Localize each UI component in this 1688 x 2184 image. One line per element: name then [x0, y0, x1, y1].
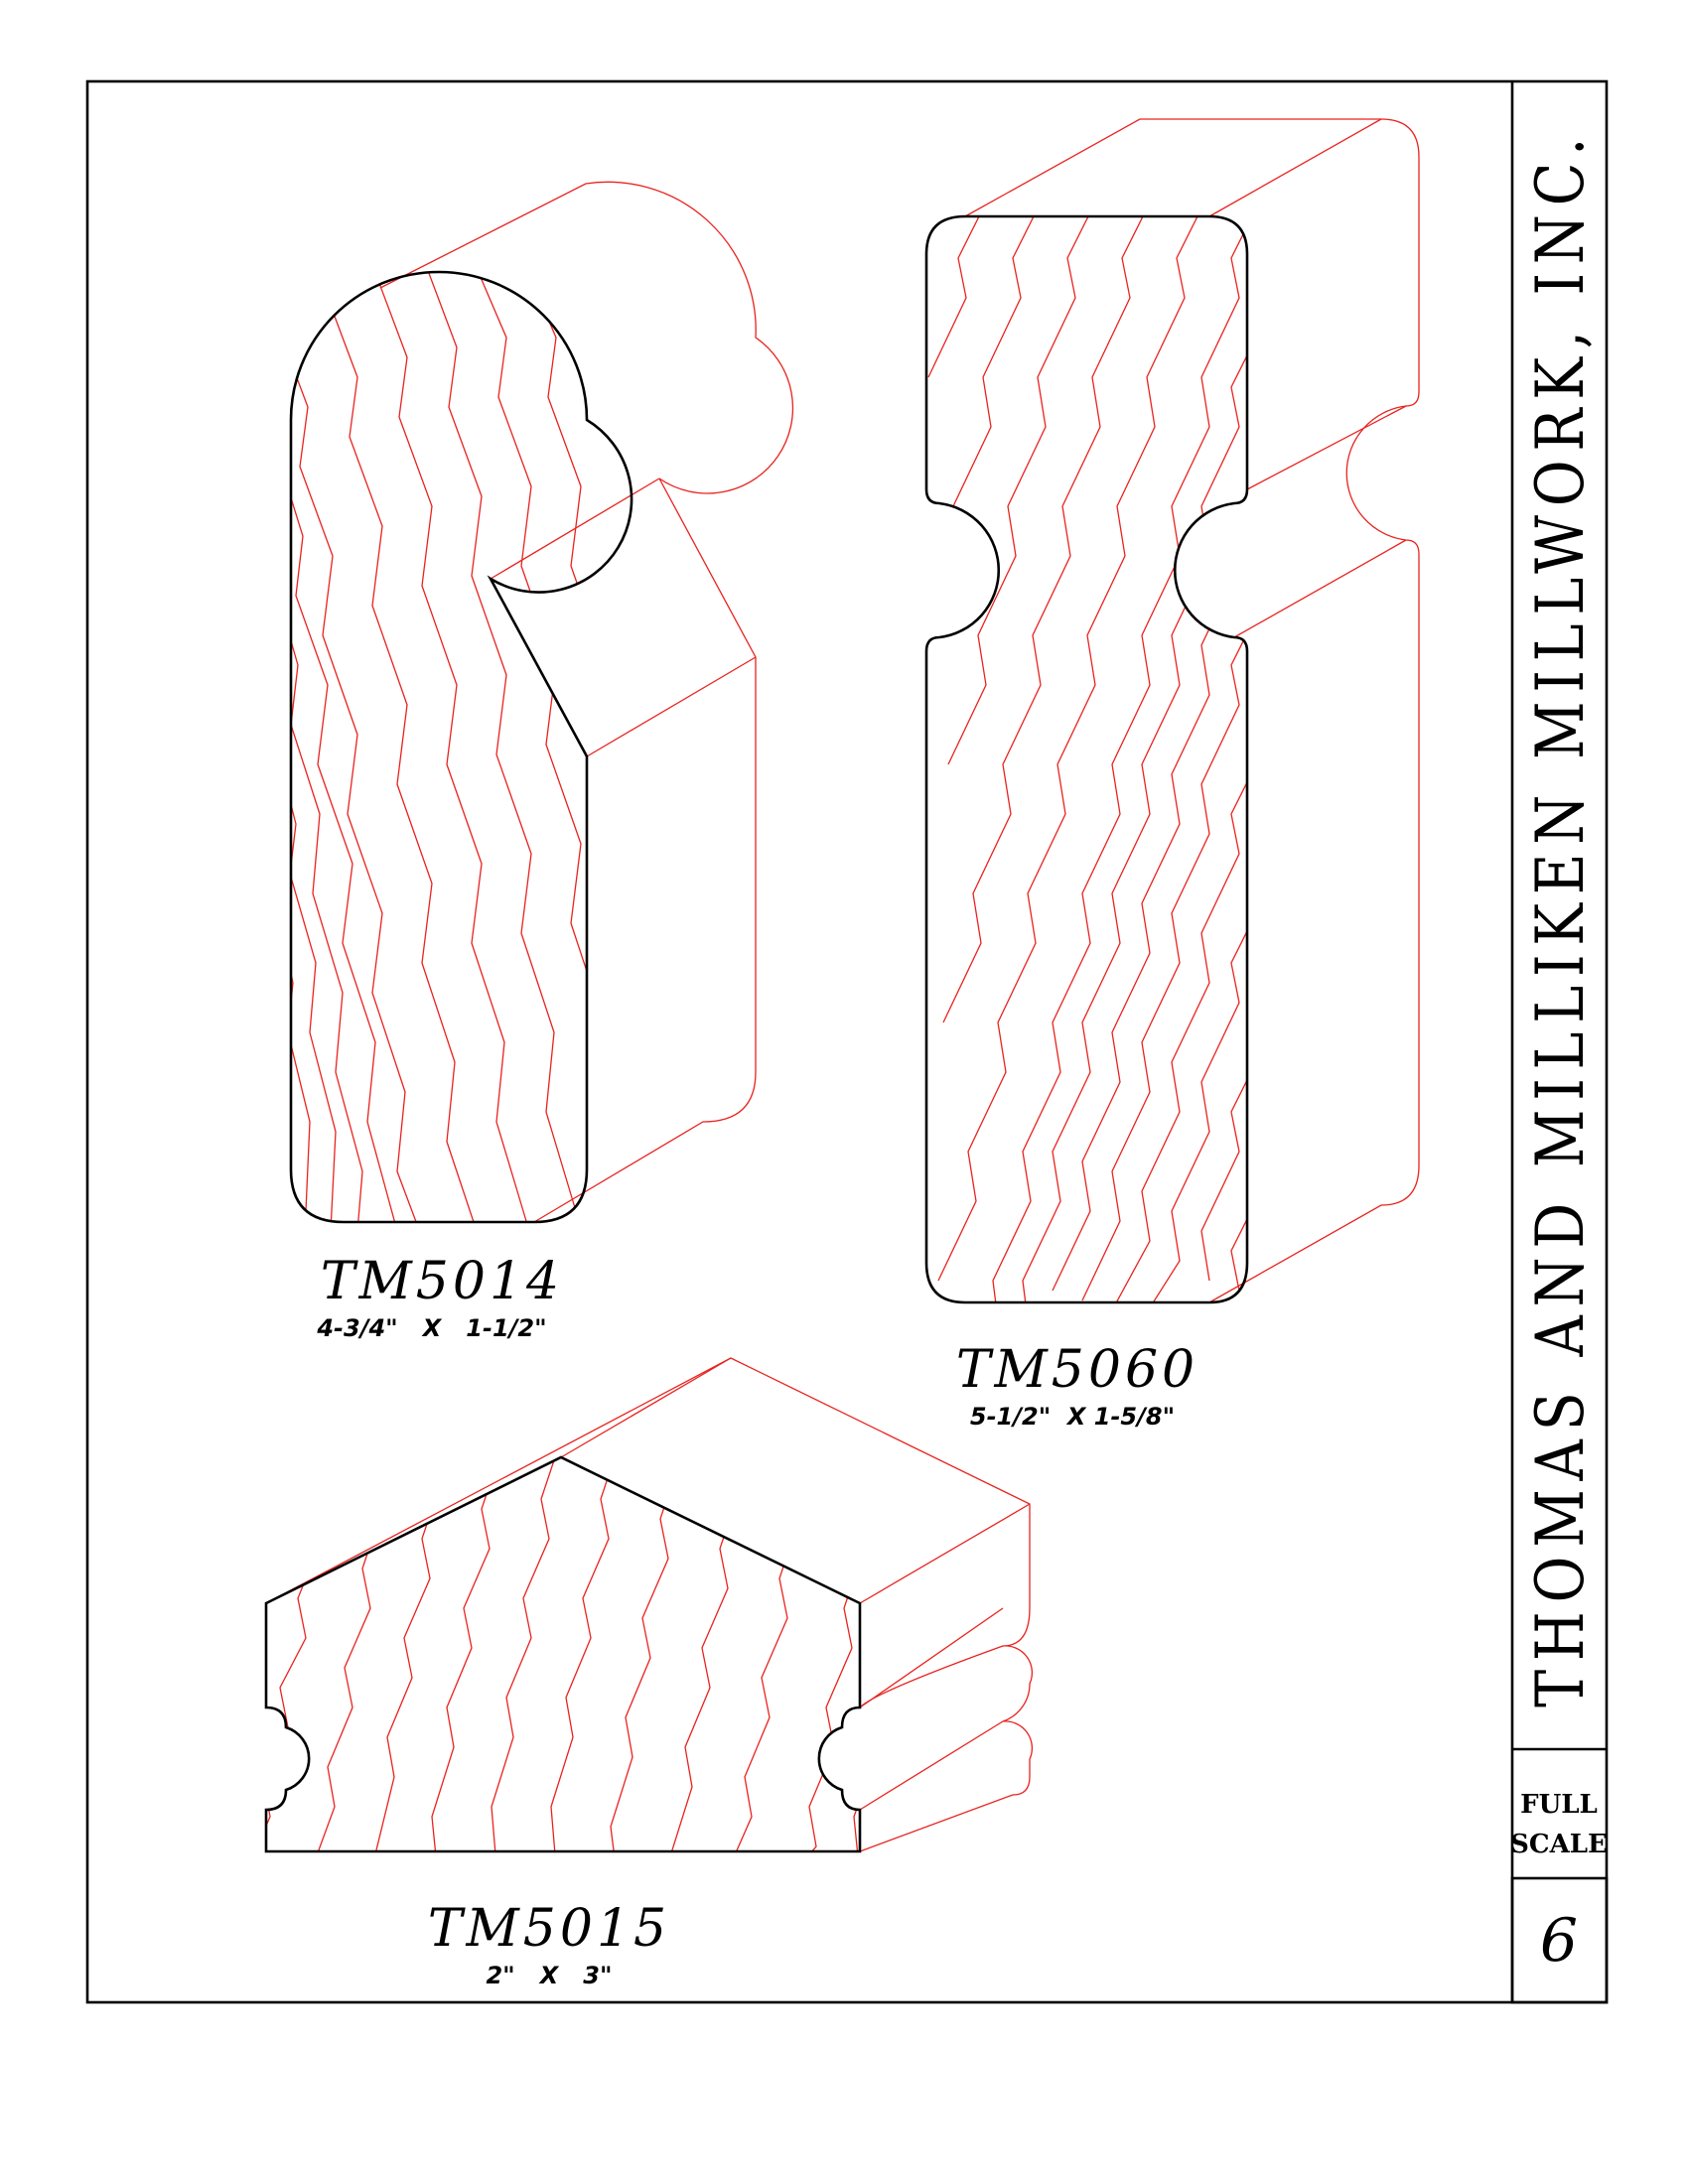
tm5014-outline [289, 270, 633, 1224]
tm5015-wood-grain [266, 1457, 860, 1851]
tm5060-wood-grain [927, 216, 1247, 1302]
tm5060-projection [964, 118, 1420, 1303]
tm5014-name: TM5014 [321, 1252, 563, 1311]
profile-tm5014-drawing [289, 181, 794, 1224]
tm5060-name: TM5060 [956, 1340, 1198, 1400]
tm5015-name: TM5015 [428, 1899, 670, 1959]
profile-tm5015-drawing [264, 1357, 1033, 1853]
page-number: 6 [1540, 1906, 1578, 1976]
tm5060-dimensions: 5-1/2" X 1-5/8" [970, 1403, 1175, 1431]
tm5015-dimensions: 2" X 3" [486, 1962, 612, 1989]
tm5015-projection [265, 1357, 1033, 1852]
tm5060-outline [924, 214, 1249, 1304]
scale-label-line1: FULL [1520, 1790, 1598, 1820]
tm5015-outline [264, 1455, 862, 1853]
profile-tm5060-drawing [924, 118, 1420, 1304]
scale-label-line2: SCALE [1510, 1830, 1608, 1859]
sheet-border [85, 79, 1609, 2004]
tm5014-wood-grain [291, 272, 607, 1222]
tm5014-dimensions: 4-3/4" X 1-1/2" [316, 1314, 546, 1342]
company-name: THOMAS AND MILLIKEN MILLWORK, INC. [1522, 129, 1599, 1707]
